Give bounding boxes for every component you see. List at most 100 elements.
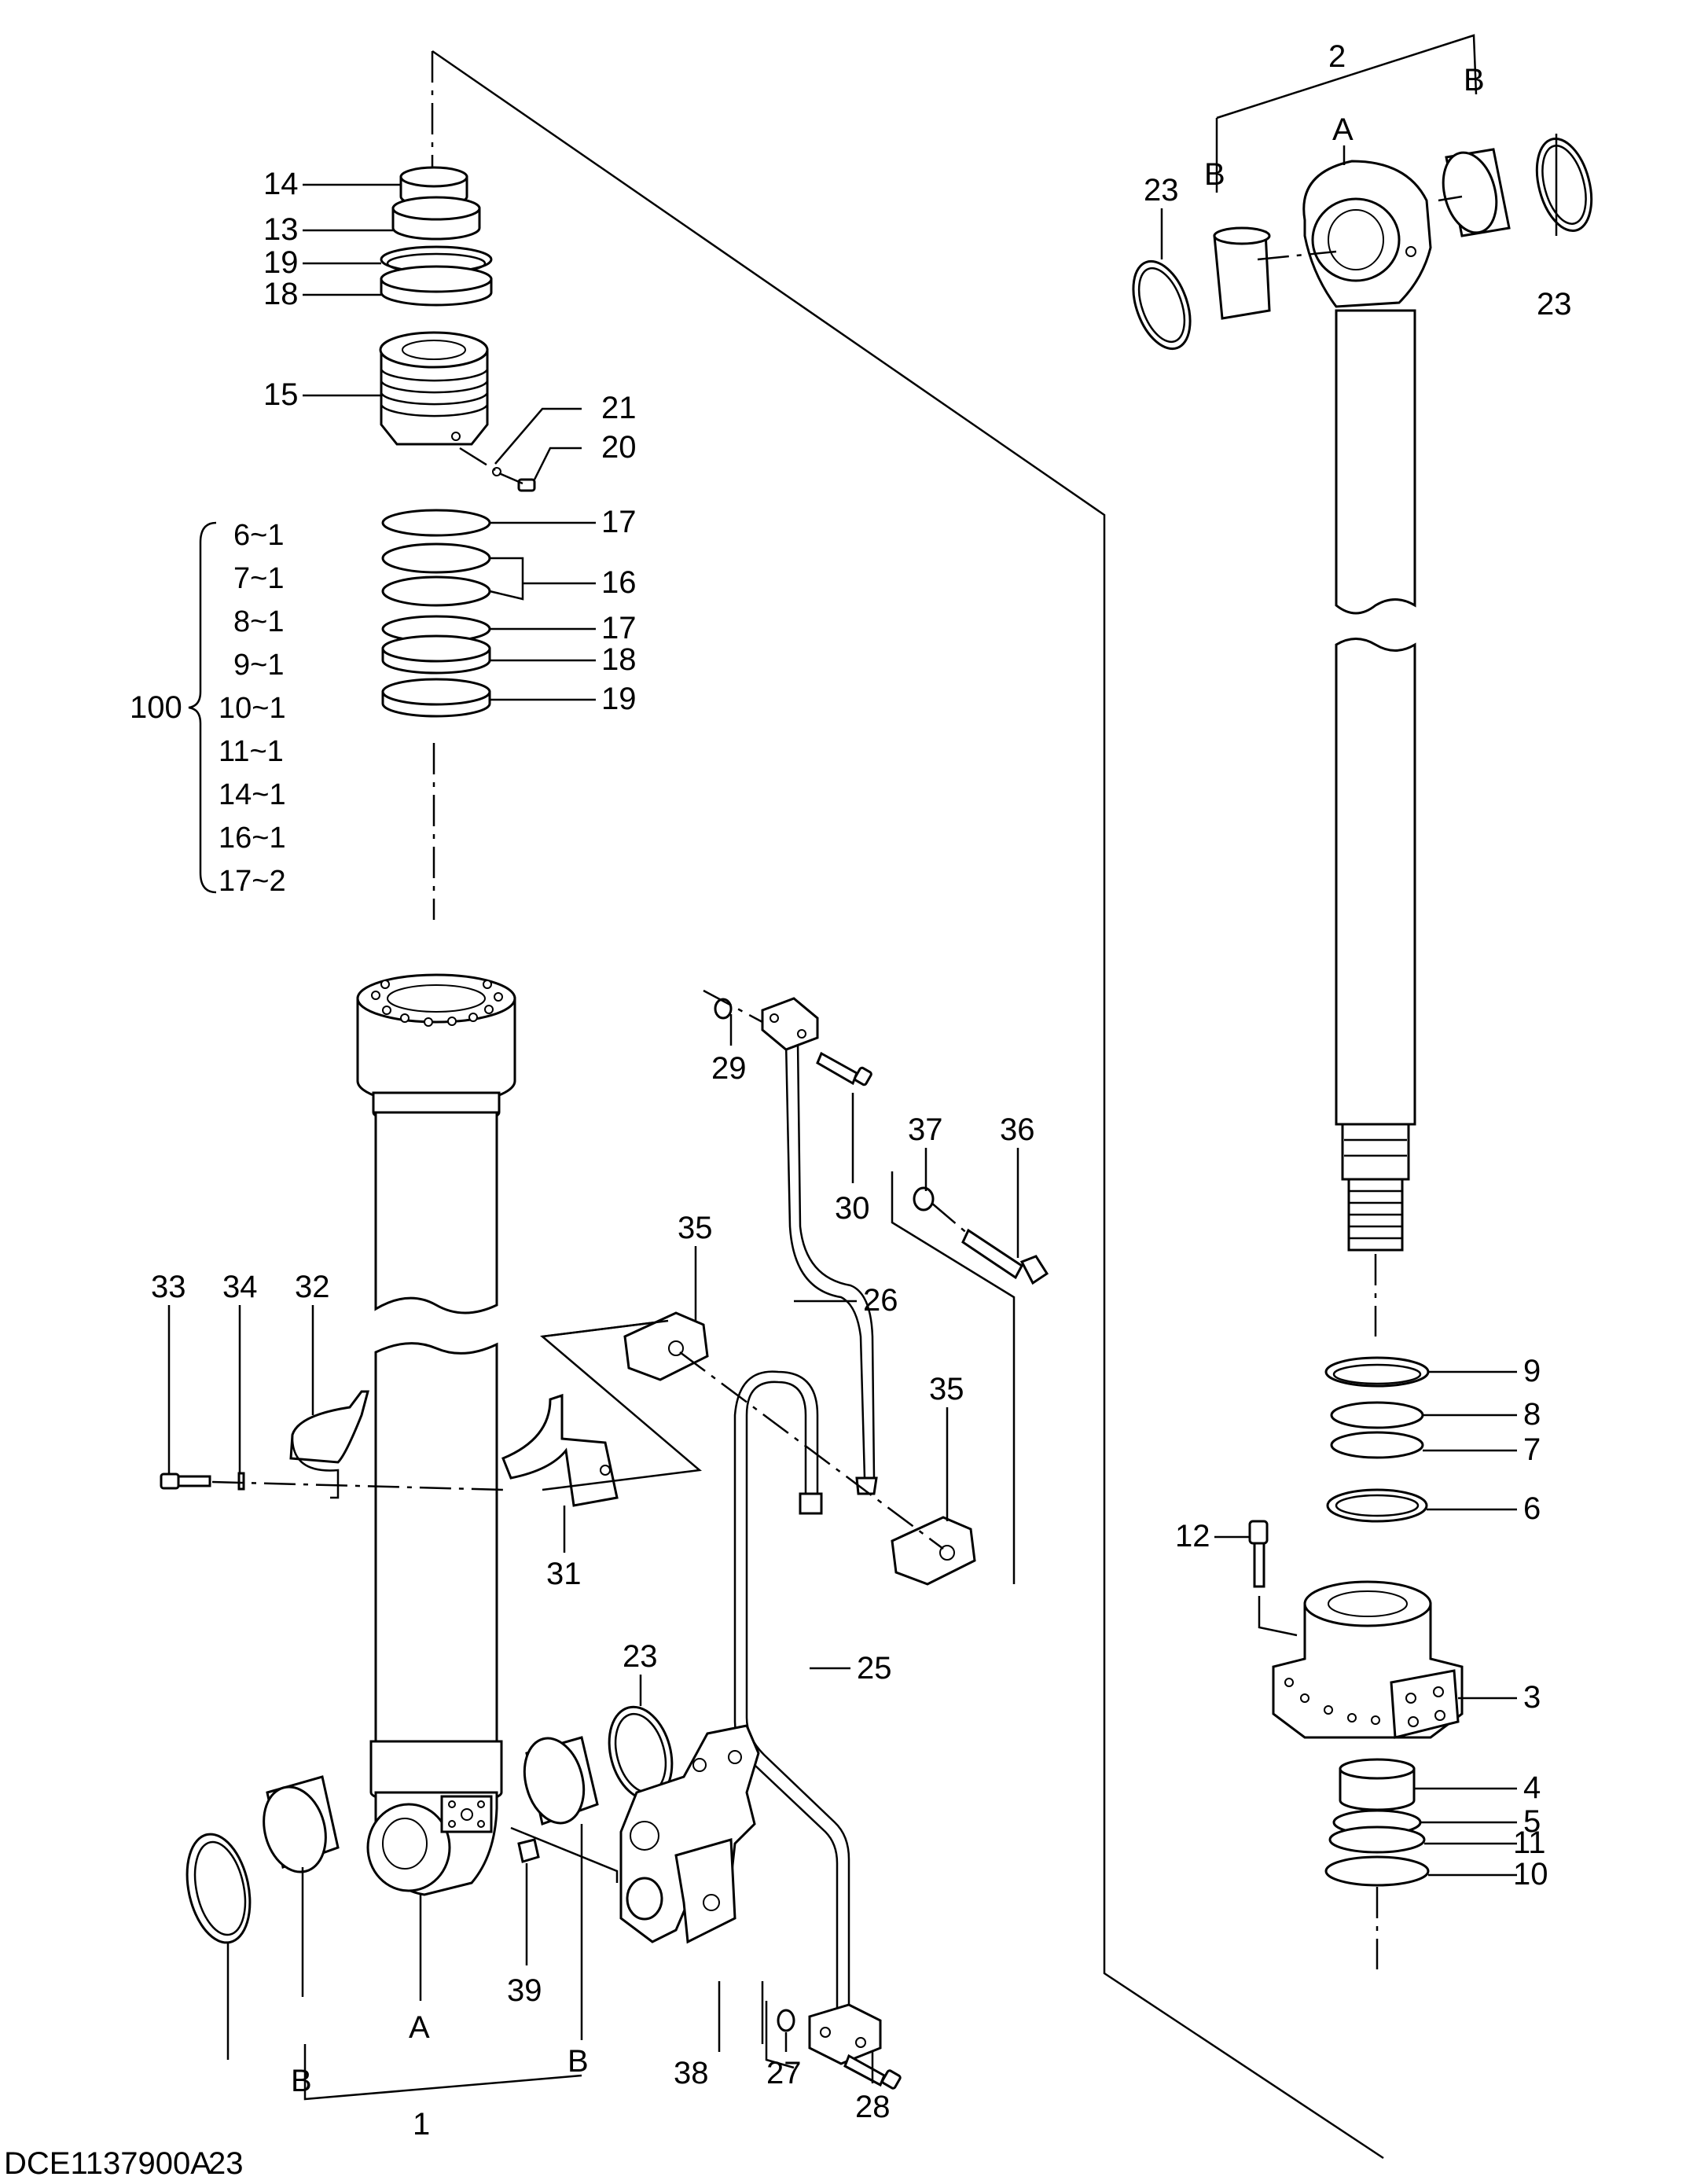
flange-27-icon bbox=[808, 2003, 882, 2065]
callout-33: 33 bbox=[151, 1270, 186, 1304]
callout-29: 29 bbox=[711, 1051, 747, 1086]
valve-38-icon bbox=[619, 1724, 760, 1944]
callout-38: 38 bbox=[674, 2056, 709, 2090]
grease-fitting-39-icon bbox=[517, 1838, 540, 1863]
callout-3: 3 bbox=[1523, 1680, 1541, 1715]
callout-A-left: A bbox=[409, 2010, 430, 2045]
rod-icon bbox=[1335, 309, 1416, 1252]
callout-36: 36 bbox=[1000, 1112, 1035, 1147]
callout-25: 25 bbox=[857, 1651, 892, 1686]
ring-8-icon bbox=[1330, 1401, 1424, 1429]
callout-32: 32 bbox=[295, 1270, 330, 1304]
pipe-26-icon bbox=[784, 1041, 878, 1495]
callout-A-right: A bbox=[1332, 112, 1354, 147]
bearing-13-icon bbox=[391, 196, 481, 241]
ring-19b-icon bbox=[381, 678, 491, 718]
kit-item-1: 7~1 bbox=[233, 562, 284, 595]
ring-18-icon bbox=[380, 265, 493, 307]
band-32-icon bbox=[289, 1390, 369, 1499]
callout-19b: 19 bbox=[601, 682, 637, 716]
bolt-36-icon bbox=[961, 1228, 1049, 1285]
kit-item-2: 8~1 bbox=[233, 605, 284, 638]
seal-16b-icon bbox=[381, 575, 491, 607]
piston-stack bbox=[379, 51, 536, 920]
callout-4: 4 bbox=[1523, 1770, 1541, 1805]
kit-item-3: 9~1 bbox=[233, 649, 284, 682]
callout-19a: 19 bbox=[263, 245, 299, 280]
ring-17a-icon bbox=[381, 509, 491, 537]
callout-17a: 17 bbox=[601, 505, 637, 539]
callout-labels: 14 13 19 18 15 21 20 17 16 17 18 19 100 … bbox=[4, 39, 1572, 2181]
callout-9: 9 bbox=[1523, 1354, 1541, 1388]
bracket-31-icon bbox=[501, 1393, 619, 1507]
callout-2: 2 bbox=[1328, 39, 1346, 74]
callout-39: 39 bbox=[507, 1973, 542, 2008]
seal-23-left-icon bbox=[185, 1833, 252, 1944]
callout-12: 12 bbox=[1175, 1519, 1210, 1553]
leader-lines bbox=[167, 34, 1558, 2101]
callout-30: 30 bbox=[835, 1191, 870, 1226]
callout-15: 15 bbox=[263, 377, 299, 412]
callout-23a: 23 bbox=[208, 2146, 244, 2180]
pipe-25-icon bbox=[733, 1370, 850, 2013]
callout-6: 6 bbox=[1523, 1491, 1541, 1526]
kit-item-4: 10~1 bbox=[219, 692, 286, 725]
callout-23d: 23 bbox=[1537, 287, 1572, 322]
callout-8: 8 bbox=[1523, 1397, 1541, 1432]
callout-35a: 35 bbox=[678, 1211, 713, 1245]
callout-23c: 23 bbox=[623, 1639, 658, 1674]
assembly-boundary-line bbox=[432, 50, 1384, 2160]
seal-23-right1-icon bbox=[1132, 259, 1192, 351]
callout-5: 5 bbox=[1523, 1804, 1541, 1839]
callout-20: 20 bbox=[601, 430, 637, 465]
callout-10: 10 bbox=[1513, 1857, 1548, 1892]
callout-35b: 35 bbox=[929, 1372, 964, 1406]
callout-16: 16 bbox=[601, 565, 637, 600]
callout-37: 37 bbox=[908, 1112, 943, 1147]
bushing-right-B1-icon bbox=[1213, 226, 1271, 320]
callout-26: 26 bbox=[863, 1283, 898, 1318]
callout-11: 11 bbox=[1513, 1826, 1546, 1860]
callout-B-right2: B bbox=[1464, 63, 1485, 97]
callout-17b: 17 bbox=[601, 611, 637, 645]
callout-B-left1: B bbox=[291, 2064, 312, 2098]
callout-7: 7 bbox=[1523, 1432, 1541, 1467]
flange-29-icon bbox=[761, 997, 819, 1051]
ring-9-icon bbox=[1324, 1356, 1430, 1388]
bushing-4-icon bbox=[1339, 1758, 1416, 1811]
kit-number: 100 bbox=[130, 690, 182, 725]
bushing-right-icon bbox=[523, 1736, 599, 1826]
kit-item-6: 14~1 bbox=[219, 778, 286, 811]
piston-15-icon bbox=[379, 331, 489, 446]
callout-B-left2: B bbox=[568, 2044, 589, 2079]
ring-10-icon bbox=[1324, 1855, 1430, 1887]
bushing-left-icon bbox=[263, 1775, 340, 1873]
callout-1: 1 bbox=[413, 2107, 430, 2142]
plug-20-icon bbox=[517, 478, 536, 492]
o-ring-27-icon bbox=[777, 2009, 795, 2032]
callout-B-right1: B bbox=[1204, 157, 1225, 192]
bolt-30-icon bbox=[816, 1051, 872, 1086]
callout-23b: 23 bbox=[1144, 173, 1179, 208]
ring-18b-icon bbox=[381, 634, 491, 675]
kit-item-5: 11~1 bbox=[219, 735, 284, 768]
cylinder-tube-1-icon bbox=[356, 973, 516, 1896]
ring-11-icon bbox=[1328, 1826, 1426, 1854]
kit-item-7: 16~1 bbox=[219, 822, 286, 855]
seal-23-right2-icon bbox=[1535, 137, 1593, 233]
ring-7-icon bbox=[1330, 1431, 1424, 1459]
callout-34: 34 bbox=[222, 1270, 258, 1304]
seal-16a-icon bbox=[381, 542, 491, 574]
callout-21: 21 bbox=[601, 391, 637, 425]
callout-18b: 18 bbox=[601, 642, 637, 677]
cylinder-head-3-icon bbox=[1272, 1580, 1464, 1739]
washer-37-icon bbox=[913, 1186, 935, 1211]
callout-27: 27 bbox=[766, 2056, 802, 2090]
clamp-35-upper-icon bbox=[623, 1311, 709, 1381]
bolt-33-icon bbox=[160, 1473, 211, 1490]
kit-item-8: 17~2 bbox=[219, 865, 286, 898]
ring-19-icon bbox=[380, 245, 493, 274]
callout-18a: 18 bbox=[263, 277, 299, 311]
washer-34-icon bbox=[237, 1472, 245, 1491]
